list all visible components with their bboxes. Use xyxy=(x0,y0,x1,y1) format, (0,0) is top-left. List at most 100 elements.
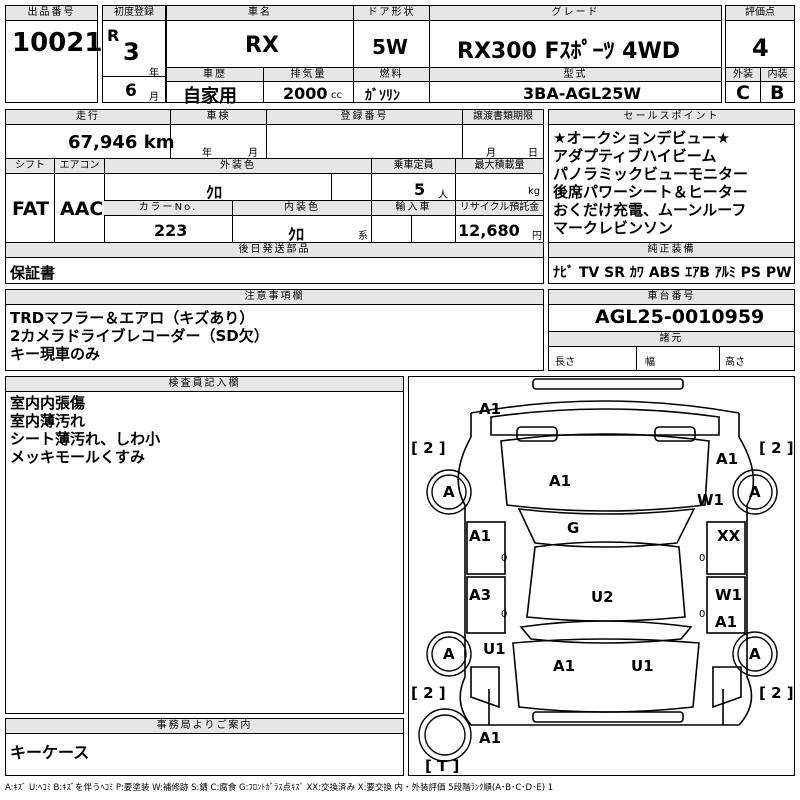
import-label: 輸入車 xyxy=(371,201,455,216)
sales-point-item: おくだけ充電、ムーンルーフ xyxy=(553,201,747,219)
first-reg-label: 初度登録 xyxy=(103,6,165,21)
car-diagram: [ 2 ] [ 2 ] [ 2 ] [ 2 ] [ T ] A A A A A1… xyxy=(408,376,795,776)
vehicle-detail-box: 走行 車検 登録番号 譲渡書類期限 67,946 km 年 月 月 日 シフト … xyxy=(5,109,544,284)
aircon-label: エアコン xyxy=(54,159,104,174)
recycle-unit: 円 xyxy=(532,231,542,242)
lot-label: 出品番号 xyxy=(6,6,97,21)
car-name: RX xyxy=(245,33,279,58)
ext-color: ｸﾛ xyxy=(206,183,223,202)
tire-fl-mark: A xyxy=(443,483,455,501)
notes-box: 注意事項欄 TRDマフラー＆エアロ（キズあり） 2カメラドライブレコーダー（SD… xyxy=(5,289,544,371)
sales-point-item: アダプティブハイビーム xyxy=(553,147,717,165)
score: 4 xyxy=(752,34,769,62)
door-fl-mark: A1 xyxy=(469,527,492,545)
fuel: ｶﾞｿﾘﾝ xyxy=(365,88,400,104)
tail-l-mark: A1 xyxy=(553,657,576,675)
mileage-label: 走行 xyxy=(6,110,170,125)
exterior-grade-label: 外装 xyxy=(726,67,760,82)
spec-width: 幅 xyxy=(645,357,655,368)
int-color-suffix: 系 xyxy=(358,231,368,242)
zero-mark: 0 xyxy=(699,553,706,564)
recycle-label: リサイクル預託金 xyxy=(455,201,543,216)
interior-grade: B xyxy=(770,82,785,104)
model-label: 型式 xyxy=(429,67,721,82)
first-reg-year: 3 xyxy=(123,38,140,66)
car-info-box: 車名 ドア形状 グレード RX 5W RX300 Fｽﾎﾟｰﾂ 4WD 車歴 排… xyxy=(166,5,722,107)
cargo-mark: U2 xyxy=(591,588,614,606)
sales-point-item: パノラミックビューモニター xyxy=(553,165,749,183)
zero-mark: 0 xyxy=(501,609,508,620)
zero-mark: 0 xyxy=(501,553,508,564)
door-type: 5W xyxy=(372,35,408,59)
transfer-label: 譲渡書類期限 xyxy=(462,110,543,125)
recycle: 12,680 xyxy=(458,221,520,240)
sales-points-label: セールスポイント xyxy=(549,110,794,125)
tread-fl: [ 2 ] xyxy=(411,439,446,457)
door-label: ドア形状 xyxy=(353,6,429,21)
lot-box: 出品番号 10021 xyxy=(5,5,102,103)
capacity: 5 xyxy=(414,180,426,199)
inspector-item: メッキモールくすみ xyxy=(10,448,146,466)
score-box: 評価点 4 外装 内装 C B xyxy=(725,5,795,104)
note-item: 2カメラドライブレコーダー（SD欠） xyxy=(10,327,269,345)
later-parts-label: 後日発送部品 xyxy=(6,243,543,258)
office-label: 事務局よりご案内 xyxy=(6,719,403,734)
hood-mark: A1 xyxy=(549,472,572,490)
sales-point-item: 後席パワーシート＆ヒーター xyxy=(553,183,748,201)
capacity-unit: 人 xyxy=(438,190,448,201)
door-fr-mark: XX xyxy=(717,527,741,545)
sales-points-box: セールスポイント ★オークションデビュー★ アダプティブハイビーム パノラミック… xyxy=(548,109,795,284)
office-box: 事務局よりご案内 キーケース xyxy=(5,718,404,776)
reg-no-label: 登録番号 xyxy=(266,110,462,125)
score-label: 評価点 xyxy=(726,6,794,21)
note-item: TRDマフラー＆エアロ（キズあり） xyxy=(10,309,255,327)
inspector-item: 室内内張傷 xyxy=(10,394,86,412)
displacement-label: 排気量 xyxy=(263,67,353,82)
shift: FAT xyxy=(12,198,49,220)
sales-point-item: マークレビンソン xyxy=(553,219,674,237)
max-load-unit: kg xyxy=(528,186,541,197)
inspection-label: 車検 xyxy=(170,110,266,125)
car-outline xyxy=(418,378,778,762)
wheel-r-mark: W1 xyxy=(697,491,724,509)
tread-fr: [ 2 ] xyxy=(759,439,794,457)
first-reg-month: 6 xyxy=(125,81,137,101)
transfer-month: 月 xyxy=(486,148,496,159)
lot-number: 10021 xyxy=(12,28,103,58)
interior-grade-label: 内装 xyxy=(760,67,794,82)
equipment: ﾅﾋﾞ TV SR ｶﾜ ABS ｴｱB ｱﾙﾐ PS PW xyxy=(553,265,792,281)
first-reg-year-unit: 年 xyxy=(149,68,159,79)
roof-mark: G xyxy=(567,519,580,537)
note-item: キー現車のみ xyxy=(10,345,101,363)
inspector-item: シート薄汚れ、しわ小 xyxy=(10,430,161,448)
tire-rr-mark: A xyxy=(749,645,761,663)
grade-label: グレード xyxy=(429,6,721,21)
tread-rl: [ 2 ] xyxy=(411,684,446,702)
spare-tire: [ T ] xyxy=(425,757,460,775)
door-rl-mark: A3 xyxy=(469,586,492,604)
shift-label: シフト xyxy=(6,159,54,174)
first-reg-box: 初度登録 R 3 年 6 月 xyxy=(102,5,166,103)
inspection-year: 年 xyxy=(202,148,212,159)
quarter-l-mark: U1 xyxy=(483,640,506,658)
inspector-item: 室内薄汚れ xyxy=(10,412,86,430)
model: 3BA-AGL25W xyxy=(523,84,641,103)
exterior-grade: C xyxy=(736,82,750,104)
door-rr2-mark: A1 xyxy=(715,613,738,631)
history: 自家用 xyxy=(183,86,237,107)
displacement: 2000 xyxy=(283,84,328,103)
displacement-unit: cc xyxy=(331,90,342,101)
spec-length: 長さ xyxy=(555,357,575,368)
chassis-box: 車台番号 AGL25-0010959 諸元 長さ 幅 高さ xyxy=(548,289,795,371)
specs-label: 諸元 xyxy=(549,332,794,347)
notes-label: 注意事項欄 xyxy=(6,290,543,305)
equipment-label: 純正装備 xyxy=(549,243,794,258)
legend: A:ｷｽﾞ U:ﾍｺﾐ B:ｷｽﾞを伴うﾍｺﾐ P:要塗装 W:補修跡 S:錆 … xyxy=(5,783,554,793)
car-name-label: 車名 xyxy=(167,6,353,21)
int-color: ｸﾛ xyxy=(288,225,305,244)
color-no: 223 xyxy=(154,221,188,240)
color-no-label: カラーNo. xyxy=(104,201,232,216)
office-note: キーケース xyxy=(10,743,90,762)
history-label: 車歴 xyxy=(167,67,263,82)
grade: RX300 Fｽﾎﾟｰﾂ 4WD xyxy=(457,39,681,64)
